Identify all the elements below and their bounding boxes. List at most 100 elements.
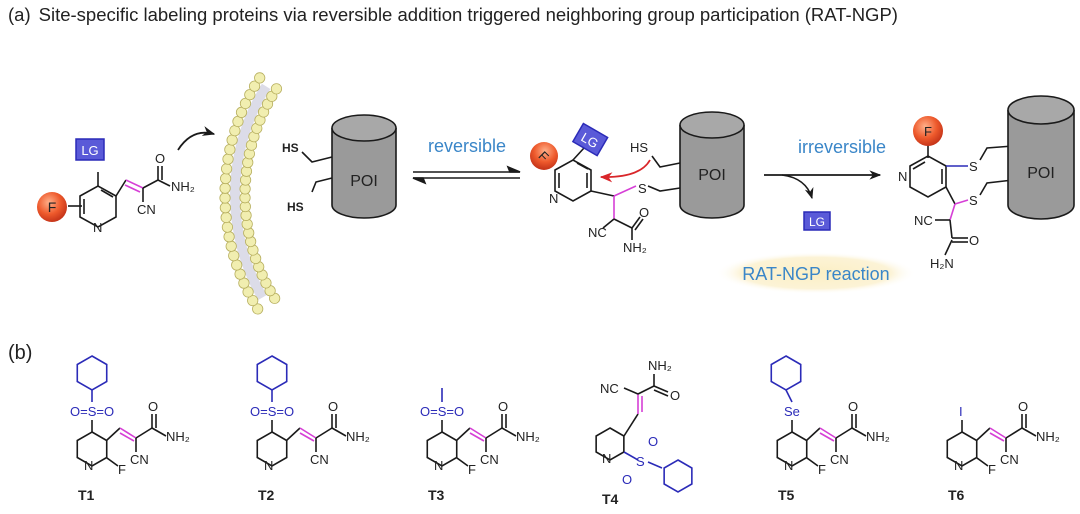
ring-nitrogen: N — [93, 220, 102, 235]
nitrile-group: CN — [310, 452, 329, 467]
intermediate-ring-n: N — [549, 191, 558, 206]
lipid-head — [252, 303, 264, 315]
release-arrow — [781, 174, 814, 200]
sulfonyl-group: O=S=O — [70, 404, 114, 419]
pyridine-ring — [256, 431, 288, 467]
sulfonyl-group: O=S=O — [250, 404, 294, 419]
lipid-head — [219, 182, 231, 194]
pyridine-ring — [946, 431, 978, 467]
reversible-label: reversible — [428, 136, 506, 156]
panel-a-label: (a) — [8, 4, 31, 25]
thiol-1: HS — [282, 141, 299, 155]
lipid-head — [247, 294, 259, 307]
lipid-head — [220, 211, 232, 224]
nitrile-group: CN — [830, 452, 849, 467]
intermediate-poi-label: POI — [698, 167, 726, 184]
nitrile-group: CN — [130, 452, 149, 467]
bond — [653, 385, 669, 393]
panel-a-title: (a) Site-specific labeling proteins via r… — [8, 4, 898, 26]
lipid-head — [229, 125, 241, 137]
intermediate-ring — [554, 159, 592, 202]
amide-group: NH₂ — [866, 429, 890, 444]
carbonyl-oxygen: O — [498, 399, 508, 414]
phenyl-ring — [76, 355, 108, 391]
carbonyl-oxygen: O — [848, 399, 858, 414]
lipid-head — [222, 153, 234, 165]
reaction-name-ellipse — [716, 252, 916, 294]
thiol-linkers — [301, 151, 333, 193]
ring-double-bond — [100, 189, 114, 198]
sulfonyl-bond — [623, 451, 639, 461]
carbonyl-oxygen: O — [1018, 399, 1028, 414]
pyridine-ring — [776, 431, 808, 467]
carbonyl-oxygen: O — [155, 151, 165, 166]
product-ring — [909, 155, 947, 198]
lipid-head — [231, 259, 243, 271]
alkene-bond-2 — [119, 432, 135, 442]
bond — [485, 427, 503, 439]
bond — [456, 457, 469, 467]
compound-label: T6 — [948, 487, 965, 503]
fluorine-atom: F — [118, 462, 126, 477]
phenyl-ring — [770, 355, 802, 391]
bond — [1021, 427, 1037, 437]
intermediate-leaving-group: LG — [571, 122, 609, 157]
bond — [286, 427, 301, 441]
bond — [456, 427, 471, 441]
product-fluorophore-circle — [913, 116, 943, 146]
iodine-atom: I — [959, 404, 963, 419]
pyridine-ring — [76, 431, 108, 467]
product-protein: POI — [1007, 95, 1075, 220]
bond — [1005, 427, 1023, 439]
product-amide: H₂N — [930, 256, 954, 271]
intermediate-thiol: HS — [630, 140, 648, 155]
intermediate-molecule — [554, 147, 681, 240]
fluorine-atom: F — [468, 462, 476, 477]
panel-a-caption: Site-specific labeling proteins via reve… — [38, 4, 898, 25]
irreversible-label: irreversible — [798, 137, 886, 157]
ring-nitrogen: N — [954, 458, 963, 473]
sulfonyl-group: O=S=O — [420, 404, 464, 419]
lipid-head — [244, 89, 256, 101]
lipid-head — [239, 97, 252, 110]
intermediate-protein: POI — [679, 111, 745, 219]
entry-arrow — [177, 126, 216, 151]
lipid-head — [220, 172, 232, 185]
amide-group: NH₂ — [648, 358, 672, 373]
alkene-bond-2 — [124, 184, 141, 193]
alkene-bond — [469, 427, 487, 439]
alkene-bond — [119, 427, 137, 439]
amide-group: NH₂ — [171, 179, 195, 194]
bond — [851, 427, 867, 437]
phenyl-ring — [256, 355, 288, 391]
reaction-name: RAT-NGP reaction — [742, 264, 889, 284]
alkene-bond-2 — [469, 432, 485, 442]
bond — [331, 427, 347, 437]
product-thioether-2: S — [969, 193, 978, 208]
product-molecule — [909, 144, 1014, 256]
ring-nitrogen: N — [434, 458, 443, 473]
leaving-group-box — [75, 138, 105, 161]
compound-label: T4 — [602, 491, 619, 507]
lipid-head — [226, 134, 238, 146]
panel-b-label: (b) — [8, 342, 33, 364]
lipid-head — [221, 163, 233, 175]
cell-membrane — [219, 72, 283, 315]
bond — [106, 457, 119, 467]
lipid-head — [223, 231, 235, 243]
alkene-bond — [299, 427, 317, 439]
alkene-bond-2 — [299, 432, 315, 442]
intermediate-fluorophore: F — [530, 142, 558, 170]
bond — [501, 427, 517, 437]
amide-bond — [157, 179, 171, 187]
compound-label: T1 — [78, 487, 95, 503]
lipid-head — [221, 221, 234, 233]
nitrile-group: NC — [600, 381, 619, 396]
